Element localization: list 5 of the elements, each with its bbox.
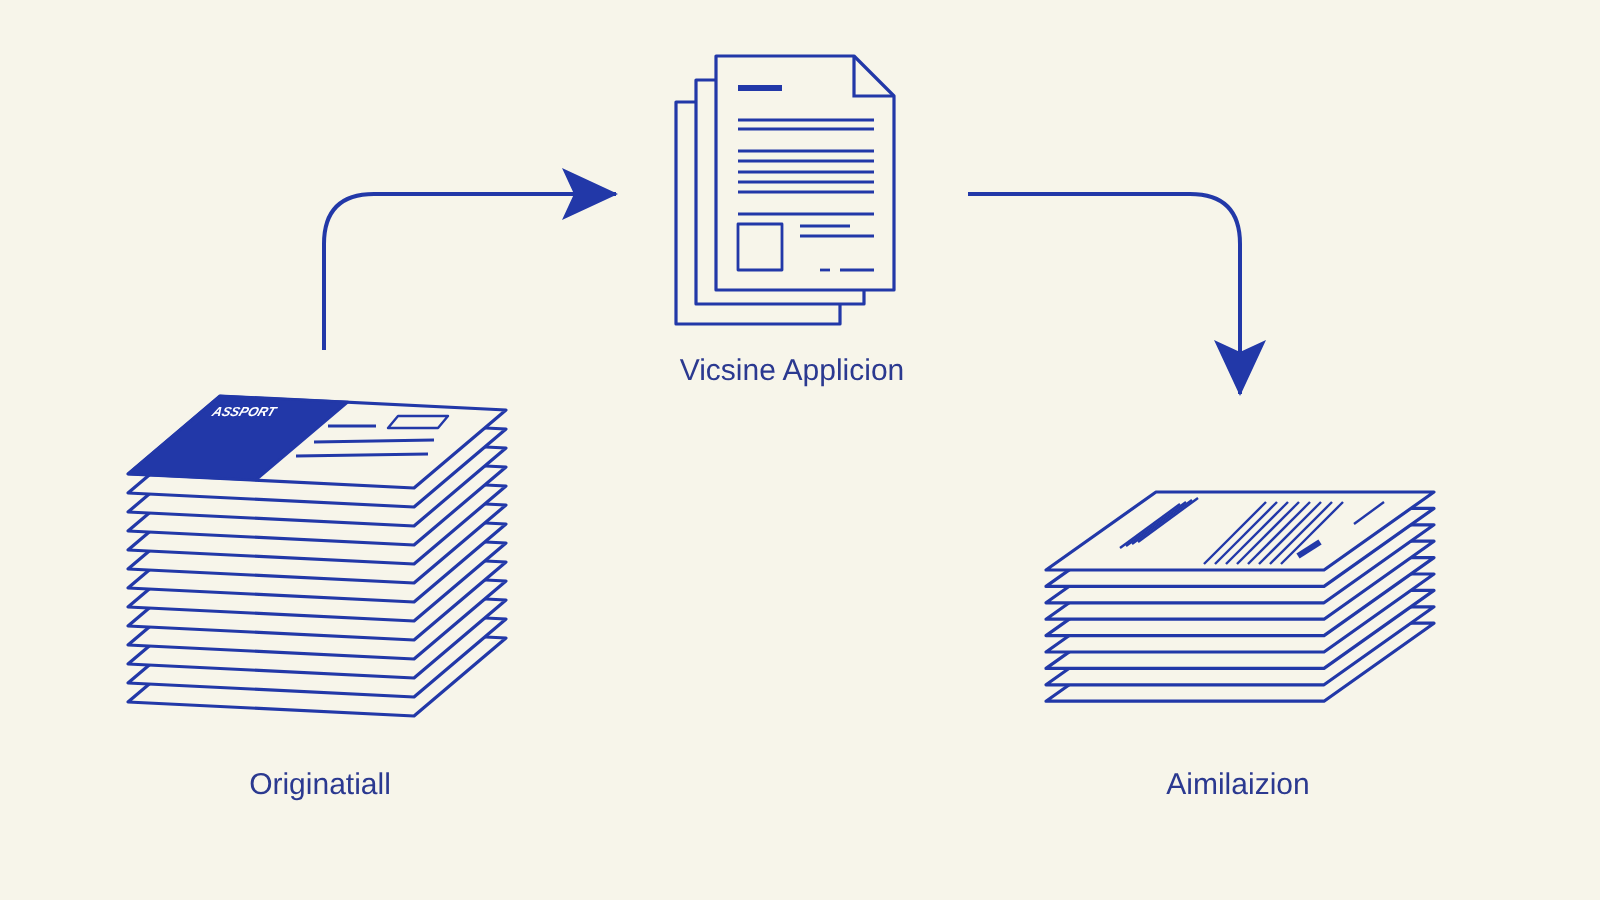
- node-label: Vicsine Applicion: [679, 354, 905, 390]
- arrow: [968, 192, 1266, 396]
- node-label: Originatiall: [249, 768, 391, 804]
- arrow: [322, 168, 618, 350]
- node-label: Aimilaizion: [1166, 768, 1310, 804]
